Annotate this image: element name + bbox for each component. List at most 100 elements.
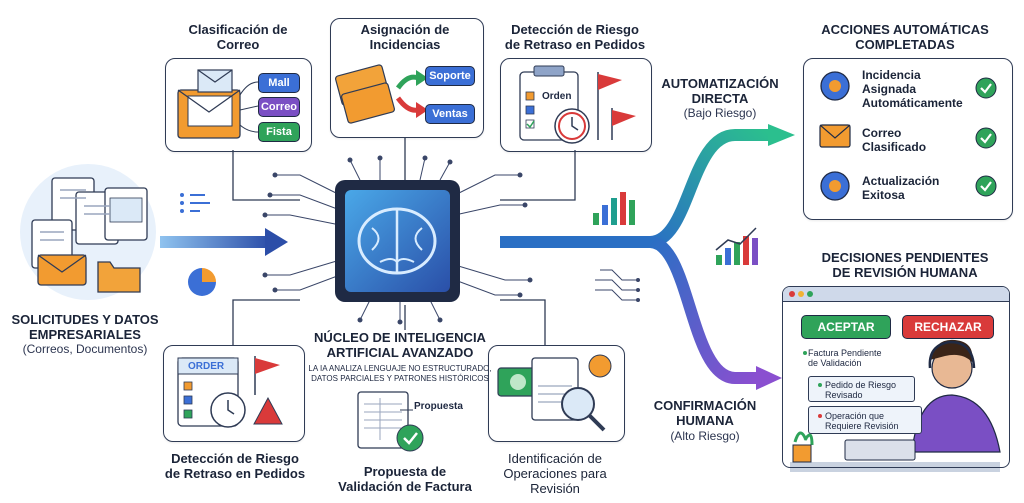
pending-item-2-line2: Revisado	[825, 390, 863, 400]
review-title-line2: Operaciones para	[503, 466, 607, 481]
tickets-illustration	[335, 64, 428, 124]
delay-top-title-line2: de Retraso en Pedidos	[504, 37, 646, 52]
pending-bullet-2	[818, 383, 822, 387]
ticket-tag-ventas: Ventas	[425, 104, 475, 124]
invoice-card-title: Propuesta de Validación de Factura	[330, 464, 480, 494]
delay-bottom-card	[163, 345, 305, 442]
pending-item-3-box	[808, 406, 922, 434]
pending-item-2-box	[808, 376, 915, 402]
core-title-line2: ARTIFICIAL AVANZADO	[326, 345, 474, 360]
core-desc-line1: LA IA ANALIZA LENGUAJE NO ESTRUCTURADO,	[308, 364, 492, 373]
delay-bottom-title-line1: Detección de Riesgo	[171, 451, 299, 466]
completed-title: ACCIONES AUTOMÁTICAS COMPLETADAS	[800, 22, 1010, 52]
completed-icons	[819, 71, 997, 201]
pending-bullet-3	[818, 414, 822, 418]
pending-item-1: Factura Pendiente de Validación	[808, 348, 918, 368]
ai-chip	[335, 180, 460, 302]
tickets-card	[330, 18, 484, 138]
human-title-line1: CONFIRMACIÓN	[653, 398, 757, 413]
email-card-title: Clasificación de Correo	[168, 22, 308, 52]
email-tag-correo: Correo	[258, 97, 300, 117]
accept-button[interactable]: ACEPTAR	[801, 315, 891, 339]
completed-item-2-line1: Correo	[862, 126, 902, 140]
delay-bottom-title-line2: de Retraso en Pedidos	[164, 466, 306, 481]
delay-top-card-title: Detección de Riesgo de Retraso en Pedido…	[500, 22, 650, 52]
pending-window-titlebar	[783, 287, 1009, 302]
delay-top-card	[500, 58, 652, 152]
delay-bottom-doc-label: ORDER	[188, 361, 225, 372]
floating-charts	[180, 192, 758, 302]
pending-item-3-line2: Requiere Revisión	[825, 421, 899, 431]
email-tag-mall: Mall	[258, 73, 300, 93]
pending-window	[782, 286, 1010, 468]
review-illustration	[497, 354, 612, 432]
completed-item-1: Incidencia Asignada Automáticamente	[862, 68, 963, 110]
core-description: LA IA ANALIZA LENGUAJE NO ESTRUCTURADO, …	[298, 364, 502, 384]
completed-panel	[803, 58, 1013, 220]
pending-item-2-line1: Pedido de Riesgo	[825, 380, 897, 390]
pending-item-3-line1: Operación que	[825, 411, 885, 421]
invoice-title-line2: Validación de Factura	[338, 479, 472, 494]
input-documents-illustration	[20, 164, 156, 300]
delay-bottom-card-title: Detección de Riesgo de Retraso en Pedido…	[160, 451, 310, 481]
invoice-doc-label: Propuesta	[414, 401, 463, 412]
completed-item-2: Correo Clasificado	[862, 126, 926, 154]
direct-subtitle: (Bajo Riesgo)	[683, 106, 757, 120]
window-dot-green	[807, 291, 813, 297]
email-card	[165, 58, 312, 152]
input-subtitle: (Correos, Documentos)	[22, 342, 148, 356]
email-tag-fista: Fista	[258, 122, 300, 142]
review-title-line1: Identificación de	[508, 451, 602, 466]
completed-title-line1: ACCIONES AUTOMÁTICAS	[821, 22, 989, 37]
human-title: CONFIRMACIÓN HUMANA	[635, 398, 775, 428]
pending-title: DECISIONES PENDIENTES DE REVISIÓN HUMANA	[800, 250, 1010, 280]
completed-item-1-line2: Asignada	[862, 82, 917, 96]
tickets-card-title-line1: Asignación de	[360, 22, 450, 37]
completed-item-2-line2: Clasificado	[862, 140, 927, 154]
ticket-tag-soporte: Soporte	[425, 66, 475, 86]
input-arrow	[160, 228, 288, 256]
human-title-line2: HUMANA	[676, 413, 734, 428]
human-subtitle: (Alto Riesgo)	[670, 429, 740, 443]
delay-bottom-illustration	[177, 356, 283, 428]
email-illustration	[177, 69, 259, 139]
delay-top-illustration	[519, 65, 636, 144]
pending-item-2: Pedido de Riesgo Revisado	[825, 380, 915, 400]
completed-item-3-line2: Exitosa	[862, 188, 905, 202]
completed-item-3: Actualización Exitosa	[862, 174, 939, 202]
review-title-line3: Revisión	[530, 481, 580, 496]
input-title: SOLICITUDES Y DATOS EMPRESARIALES	[5, 312, 165, 342]
tickets-card-title: Asignación de Incidencias	[330, 22, 480, 52]
review-card	[488, 345, 625, 442]
delay-top-title-line1: Detección de Riesgo	[511, 22, 639, 37]
window-dot-red	[789, 291, 795, 297]
pending-bullet-1	[803, 351, 807, 355]
input-title-line1: SOLICITUDES Y DATOS	[11, 312, 159, 327]
pending-item-3: Operación que Requiere Revisión	[825, 411, 920, 431]
core-title: NÚCLEO DE INTELIGENCIA ARTIFICIAL AVANZA…	[300, 330, 500, 360]
window-dot-yellow	[798, 291, 804, 297]
direct-title: AUTOMATIZACIÓN DIRECTA	[650, 76, 790, 106]
direct-title-line2: DIRECTA	[691, 91, 749, 106]
review-card-title: Identificación de Operaciones para Revis…	[480, 451, 630, 496]
input-title-line2: EMPRESARIALES	[29, 327, 141, 342]
pending-title-line2: DE REVISIÓN HUMANA	[832, 265, 978, 280]
invoice-title-line1: Propuesta de	[363, 464, 447, 479]
delay-top-doc-label: Orden	[542, 91, 572, 102]
invoice-illustration	[357, 391, 424, 452]
completed-title-line2: COMPLETADAS	[855, 37, 955, 52]
completed-item-3-line1: Actualización	[862, 174, 940, 188]
email-card-title-line2: Correo	[216, 37, 260, 52]
direct-title-line1: AUTOMATIZACIÓN	[661, 76, 779, 91]
pending-title-line1: DECISIONES PENDIENTES	[821, 250, 989, 265]
core-desc-line2: DATOS PARCIALES Y PATRONES HISTÓRICOS	[311, 374, 489, 383]
pending-item-1-line2: de Validación	[808, 358, 862, 368]
email-card-title-line1: Clasificación de	[188, 22, 288, 37]
completed-item-1-line3: Automáticamente	[862, 96, 963, 110]
reject-button[interactable]: RECHAZAR	[902, 315, 994, 339]
output-arrows	[500, 124, 795, 390]
completed-item-1-line1: Incidencia	[862, 68, 921, 82]
pending-item-1-line1: Factura Pendiente	[808, 348, 882, 358]
core-title-line1: NÚCLEO DE INTELIGENCIA	[314, 330, 486, 345]
